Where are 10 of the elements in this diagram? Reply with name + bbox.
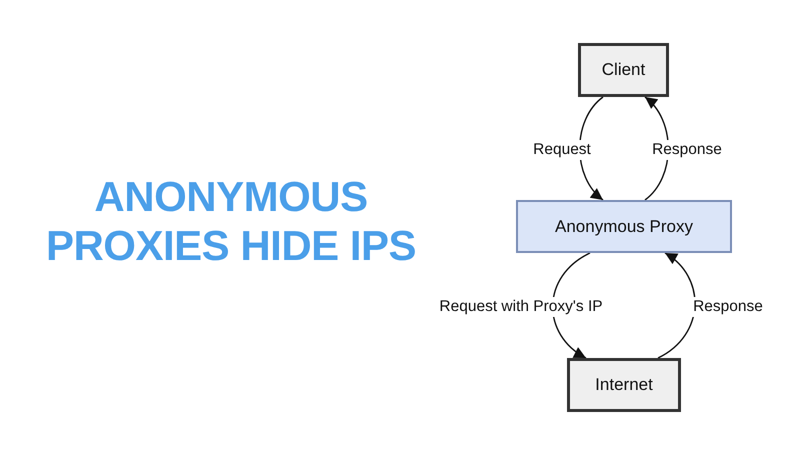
edge-label: Request (531, 140, 593, 160)
node-label: Internet (595, 375, 653, 395)
title-heading: ANONYMOUS PROXIES HIDE IPS (44, 172, 418, 270)
process-box (516, 200, 732, 253)
process-box (567, 358, 681, 412)
edge-label: Response (650, 140, 724, 160)
node-label: Client (602, 60, 646, 80)
process-box (578, 43, 669, 97)
node-label: Anonymous Proxy (555, 216, 693, 236)
edge-label: Response (691, 297, 765, 317)
